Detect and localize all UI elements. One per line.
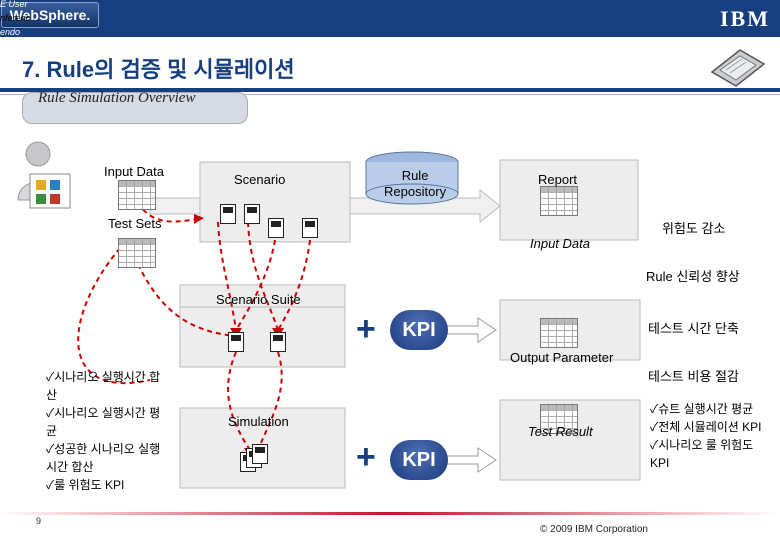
report-table-icon [540, 186, 578, 216]
bullet-item: ✓전체 시뮬레이션 KPI [650, 420, 762, 434]
copyright: © 2009 IBM Corporation [540, 524, 648, 535]
bullet-item: ✓성공한 시나리오 실행시간 합산 [46, 442, 161, 474]
suite-doc-icon [270, 332, 286, 352]
bullet-item: ✓슈트 실행시간 평균 [650, 402, 754, 416]
test-result-label: Test Result [528, 424, 593, 439]
section-pill [22, 92, 248, 124]
input-data-label: Input Data [104, 164, 164, 179]
page-title: 7. Rule의 검증 및 시뮬레이션 [22, 57, 295, 82]
rule-repository-label: Rule Repository [384, 168, 447, 199]
corner-text-3: endo [0, 27, 21, 37]
input-data-2-label: Input Data [530, 236, 590, 251]
kpi-badge-2: KPI [390, 440, 448, 480]
test-set-doc-icon [268, 218, 284, 238]
page-number: 9 [36, 516, 42, 526]
title-divider-thin [0, 94, 780, 95]
corner-text-1: E User [0, 0, 28, 9]
input-data-table-icon [118, 180, 156, 210]
corner-text-2: nferenc [0, 13, 31, 23]
right-bullet-list: ✓슈트 실행시간 평균 ✓전체 시뮬레이션 KPI ✓시나리오 룰 위험도 KP… [650, 400, 768, 472]
test-result-table-icon [540, 404, 578, 434]
output-table-icon [540, 318, 578, 348]
scenario-label: Scenario [234, 172, 286, 187]
bullet-item: ✓룰 위험도 KPI [46, 478, 125, 492]
test-time-label: 테스트 시간 단축 [648, 321, 739, 336]
ibm-logo: IBM [720, 6, 770, 31]
scenario-doc-icon [244, 204, 260, 224]
plus-icon: + [356, 310, 376, 348]
suite-doc-icon [228, 332, 244, 352]
footer [0, 512, 780, 540]
bullet-item: ✓시나리오 실행시간 합산 [46, 370, 161, 402]
test-sets-label: Test Sets [108, 216, 162, 231]
websphere-logo: WebSphere. [1, 2, 99, 28]
rule-reliability-label: Rule 신뢰성 향상 [646, 269, 740, 284]
test-sets-table-icon [118, 238, 156, 268]
diagram-canvas [0, 140, 780, 520]
document-icon [706, 44, 768, 90]
output-parameter-label: Output Parameter [510, 350, 614, 365]
bullet-item: ✓시나리오 실행시간 평균 [46, 406, 161, 438]
test-cost-label: 테스트 비용 절감 [648, 369, 739, 384]
left-bullet-list: ✓시나리오 실행시간 합산 ✓시나리오 실행시간 평균 ✓성공한 시나리오 실행… [46, 368, 164, 494]
simulation-label: Simulation [228, 414, 289, 429]
bullet-item: ✓시나리오 룰 위험도 KPI [650, 438, 754, 470]
scenario-suite-label: Scenario Suite [216, 292, 301, 307]
plus-icon: + [356, 438, 376, 476]
header-bar [0, 0, 780, 37]
report-label: Report [538, 172, 578, 187]
scenario-doc-icon [220, 204, 236, 224]
section-pill-label: Rule Simulation Overview [38, 90, 196, 106]
simulation-doc-icon [252, 444, 268, 464]
title-divider [0, 88, 780, 92]
test-set-doc-icon [302, 218, 318, 238]
risk-reduce-label: 위험도 감소 [662, 221, 726, 236]
kpi-badge-1: KPI [390, 310, 448, 350]
